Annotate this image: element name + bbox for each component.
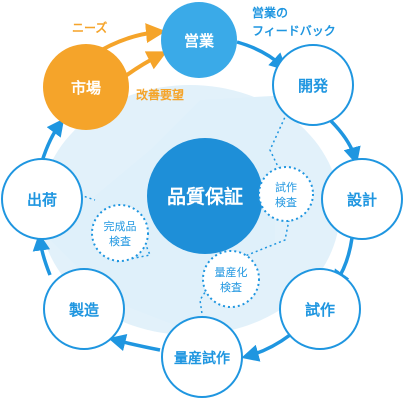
sales-node: [161, 2, 237, 78]
inspection-kanseihin: [91, 204, 149, 262]
market-label: 市場: [71, 79, 101, 97]
node-shisaku-label: 試作: [305, 301, 335, 319]
inspection-shisaku-line2: 検査: [275, 195, 297, 209]
node-seizou-label: 製造: [68, 301, 99, 319]
sales-label: 営業: [184, 32, 215, 50]
annotation-needs: ニーズ: [72, 20, 107, 35]
node-ryousan-shisaku-label: 量産試作: [174, 350, 230, 367]
annotation-feedback-line2: フィードバック: [252, 24, 336, 38]
inspection-kanseihin-line2: 検査: [109, 234, 131, 248]
node-kaihatsu-label: 開発: [298, 77, 329, 95]
center-label: 品質保証: [167, 185, 243, 208]
node-sekkei: [321, 158, 403, 240]
node-kaihatsu: [272, 44, 354, 126]
node-shukka: [1, 158, 83, 240]
node-shisaku: [279, 268, 361, 350]
inspection-shisaku-line1: 試作: [275, 180, 297, 194]
inspection-shisaku: [258, 166, 314, 222]
market-node: [43, 44, 129, 130]
inspection-ryousanka: [202, 250, 260, 308]
center-circle: [147, 138, 263, 254]
node-seizou: [43, 268, 125, 350]
annotation-kaizen: 改善要望: [136, 87, 184, 102]
inspection-ryousanka-line2: 検査: [220, 280, 242, 294]
node-sekkei-label: 設計: [347, 191, 377, 209]
inspection-kanseihin-line1: 完成品: [104, 219, 137, 233]
annotation-feedback-line1: 営業の: [252, 5, 288, 20]
node-shukka-label: 出荷: [27, 191, 57, 209]
node-ryousan-shisaku: [161, 316, 243, 398]
inspection-ryousanka-line1: 量産化: [215, 265, 248, 279]
